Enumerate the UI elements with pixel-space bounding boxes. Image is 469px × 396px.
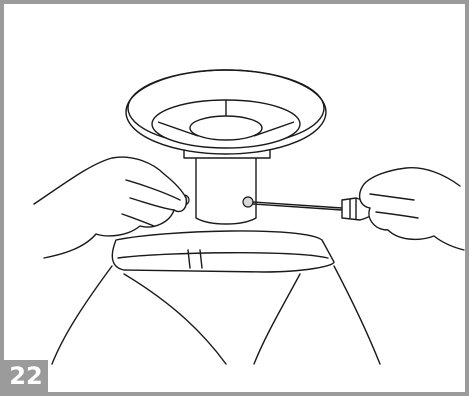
screwdriver: [253, 198, 374, 220]
steering-wheel: [126, 70, 326, 154]
step-number-badge: 22: [4, 360, 48, 392]
assembly-illustration: [4, 4, 465, 392]
vehicle-body: [52, 231, 380, 364]
right-hand: [360, 168, 464, 250]
